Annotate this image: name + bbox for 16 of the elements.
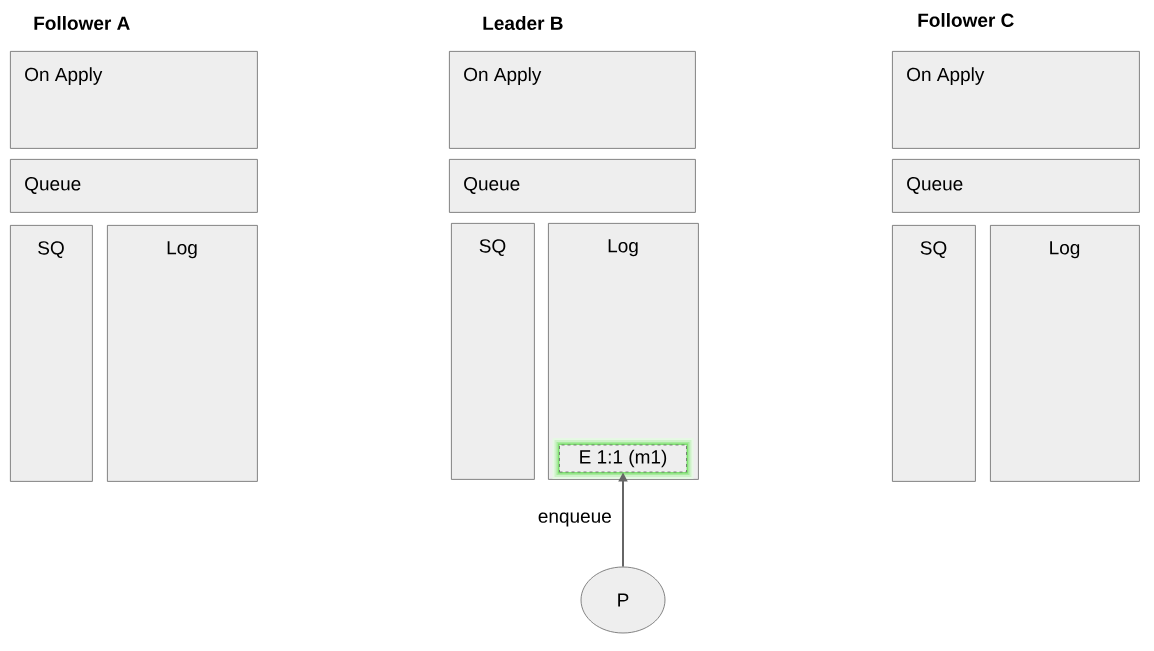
column-heading: Follower C bbox=[918, 13, 1014, 27]
log-entry: E 1:1 (m1) bbox=[552, 438, 694, 479]
apply-box: On Apply bbox=[449, 51, 696, 149]
queue-box: Queue bbox=[892, 159, 1140, 213]
column-heading: Leader B bbox=[483, 16, 563, 30]
column-box: SQ bbox=[451, 223, 535, 480]
column-box: SQ bbox=[10, 225, 93, 482]
queue-box: Queue bbox=[10, 159, 258, 213]
column-box: SQ bbox=[892, 225, 976, 482]
column-box: Log bbox=[107, 225, 258, 482]
column-box: Log bbox=[990, 225, 1140, 482]
column-heading: Follower A bbox=[34, 16, 130, 30]
apply-box: On Apply bbox=[10, 51, 258, 149]
edge-label: enqueue bbox=[538, 512, 611, 527]
apply-box: On Apply bbox=[892, 51, 1140, 149]
queue-box: Queue bbox=[449, 159, 696, 213]
